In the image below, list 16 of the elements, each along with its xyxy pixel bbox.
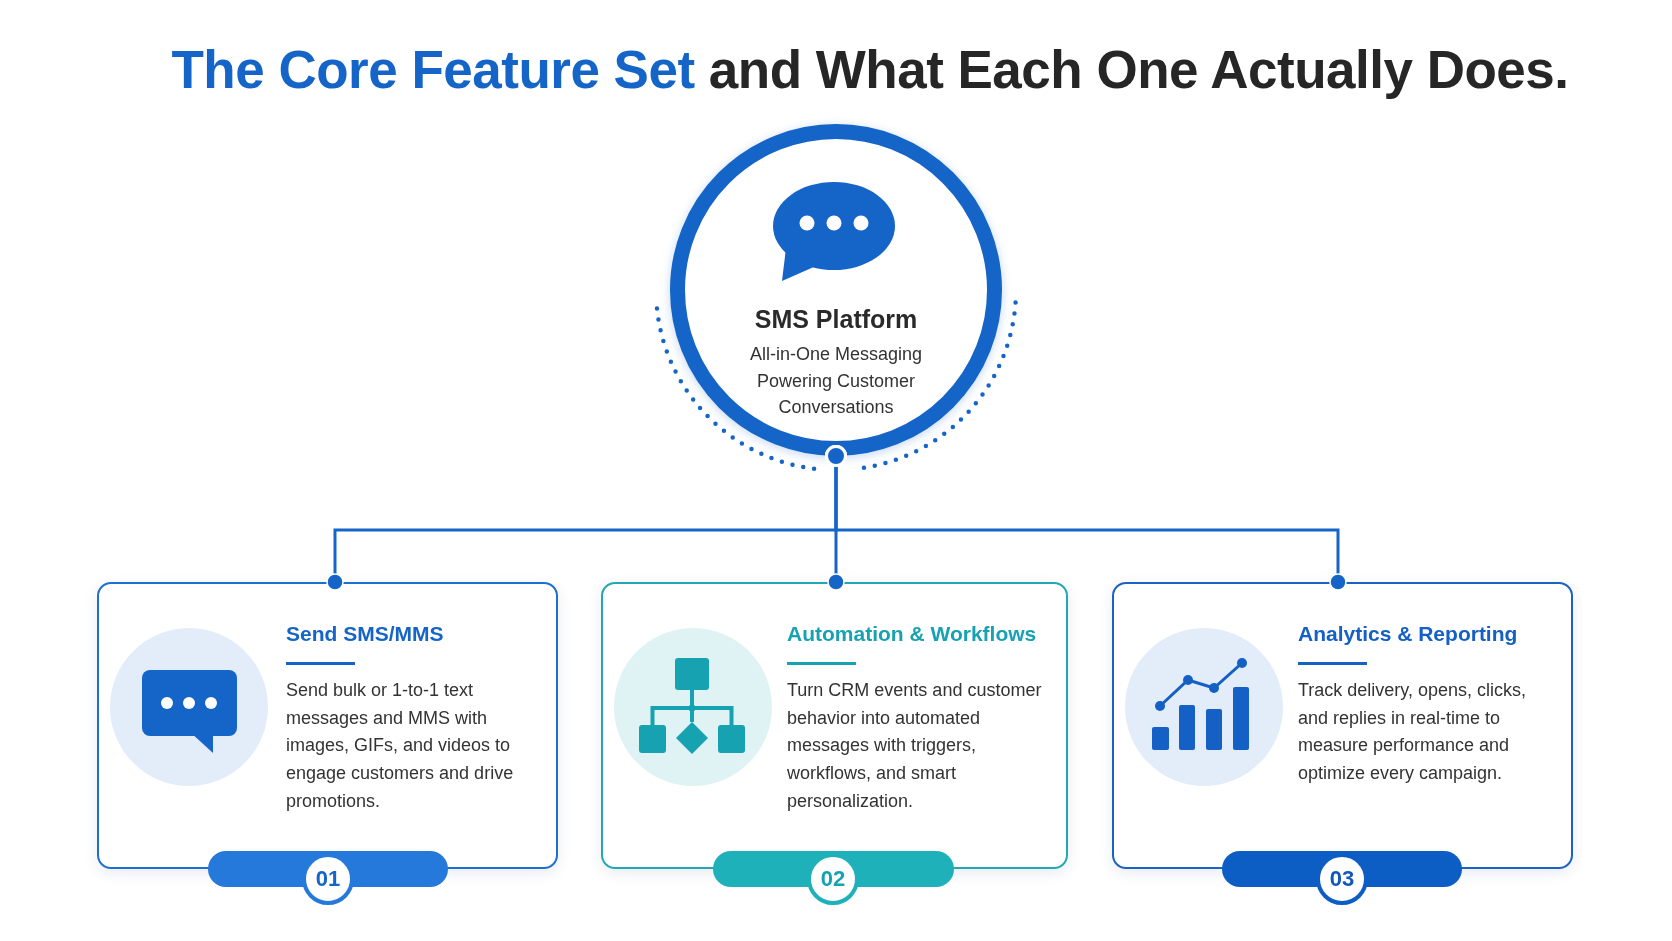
step-number: 03 [1329,866,1355,892]
feature-card [97,582,558,869]
feature-card [601,582,1068,869]
step-number: 02 [820,866,846,892]
feature-title: Automation & Workflows [787,621,1037,647]
page-title: The Core Feature Set and What Each One Actually Does. [171,39,1569,101]
platform-name: SMS Platform [753,304,919,334]
platform-tagline: All-in-One Messaging Powering Customer Conversations [748,343,924,419]
feature-title: Analytics & Reporting [1298,621,1518,647]
feature-card [1112,582,1573,869]
connector-line [825,445,1347,591]
feature-description: Track delivery, opens, clicks, and replies in real-time to measure performance and optimize every campaign. [1298,679,1528,786]
feature-title: Send SMS/MMS [286,621,444,647]
feature-description: Turn CRM events and customer behavior into automated messages with triggers, workflows, and smart personalization. [787,679,1043,813]
feature-description: Send bulk or 1-to-1 text messages and MMS with images, GIFs, and videos to engage customers and drive promotions. [286,679,515,813]
step-number: 01 [315,866,341,892]
